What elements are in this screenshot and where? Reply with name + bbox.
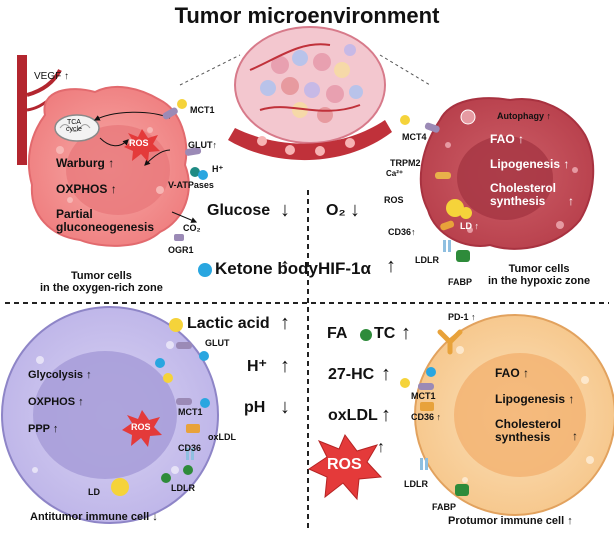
ketone-body-arrow: ↑ xyxy=(280,255,290,277)
ppp-label: PPP ↑ xyxy=(28,423,59,435)
fa-tc-arrow: ↑ xyxy=(401,322,411,344)
ros-burst-icon-center xyxy=(307,434,383,501)
antitumor-immune-cell xyxy=(1,306,219,524)
hc27-arrow: ↑ xyxy=(381,363,391,385)
mct1-label-bottom-left: MCT1 xyxy=(178,407,203,417)
lactic-acid-label: Lactic acid xyxy=(187,315,270,332)
glucose-arrow: ↓ xyxy=(280,199,290,221)
v-atpases-label: V-ATPases xyxy=(168,180,214,190)
ros-label-top-right: ROS xyxy=(384,195,404,205)
partial-gluconeogenesis-label: Partial gluconeogenesis xyxy=(56,207,155,234)
lactic-acid-arrow: ↑ xyxy=(280,312,290,334)
zoom-line-right xyxy=(379,54,431,86)
ldlr-label-bottom-right: LDLR xyxy=(404,479,428,489)
mct1-label-top-left: MCT1 xyxy=(190,105,215,115)
h-plus-arrow: ↑ xyxy=(280,355,290,377)
cd36-label-bottom-right: CD36 ↑ xyxy=(411,412,442,422)
ros-label-center: ROS xyxy=(327,456,362,473)
ketone-body-label: Ketone body xyxy=(215,259,318,278)
ldlr-label-top-right: LDLR xyxy=(415,255,439,265)
cholesterol-synthesis-arrow-top-right: ↑ xyxy=(568,194,574,208)
cholesterol-synthesis-label-bottom-right: Cholesterol synthesis xyxy=(495,417,562,444)
oxphos-label-top-left: OXPHOS ↑ xyxy=(56,182,117,196)
oxldl-arrow: ↑ xyxy=(381,404,391,426)
mct1-label-bottom-right: MCT1 xyxy=(411,391,436,401)
ketone-body-dot xyxy=(198,263,212,277)
caption-antitumor: Antitumor immune cell ↓ xyxy=(30,511,158,523)
glut-label-top-left: GLUT↑ xyxy=(188,140,217,150)
oxldl-label-bottom-left: oxLDL xyxy=(208,432,236,442)
fao-label-bottom-right: FAO ↑ xyxy=(495,366,530,380)
ros-arrow-center: ↑ xyxy=(377,439,385,456)
ph-label: pH xyxy=(244,399,266,416)
h-plus-label-center: H⁺ xyxy=(247,358,267,375)
ros-label-bottom-left: ROS xyxy=(131,422,151,432)
ldlr-label-bottom-left: LDLR xyxy=(171,483,195,493)
hif1a-label: HIF-1α xyxy=(318,259,371,278)
ros-burst-icon-antitumor xyxy=(122,410,162,447)
fao-label-top-right: FAO ↑ xyxy=(490,132,525,146)
fa-label: FA xyxy=(327,325,348,342)
oxldl-label: oxLDL xyxy=(328,407,378,424)
trpm2-label: TRPM2 xyxy=(390,158,421,168)
tc-label: TC xyxy=(374,325,396,342)
ld-label-bottom-left: LD xyxy=(88,487,100,497)
mct4-label: MCT4 xyxy=(402,132,427,142)
caption-protumor: Protumor immune cell ↑ xyxy=(448,515,573,527)
page-title: Tumor microenvironment xyxy=(174,3,440,28)
fabp-label-top-right: FABP xyxy=(448,277,473,287)
lactic-acid-dot xyxy=(169,318,183,332)
co2-label: CO₂ xyxy=(183,223,201,233)
cholesterol-synthesis-arrow-bottom-right: ↑ xyxy=(572,429,578,443)
cd36-label-top-right: CD36↑ xyxy=(388,227,416,237)
caption-oxygen-rich: Tumor cells in the oxygen-rich zone xyxy=(40,270,163,294)
o2-label: O₂ xyxy=(326,202,346,219)
oxphos-label-bottom-left: OXPHOS ↑ xyxy=(28,396,84,408)
hif1a-arrow: ↑ xyxy=(386,255,396,277)
vegf-label: VEGF ↑ xyxy=(34,71,70,82)
pd1-label: PD-1 ↑ xyxy=(448,312,476,322)
fabp-label-bottom-right: FABP xyxy=(432,502,457,512)
h-plus-label-top-left: H⁺ xyxy=(212,164,224,174)
hc27-label: 27-HC xyxy=(328,366,375,383)
tumor-tissue-illustration xyxy=(228,26,392,161)
o2-arrow: ↓ xyxy=(350,199,360,221)
tumor-cell-hypoxic xyxy=(400,97,595,262)
ph-arrow: ↓ xyxy=(280,396,290,418)
tca-cycle-label: TCA cycle xyxy=(66,119,82,134)
tc-dot xyxy=(360,329,372,341)
ros-label-top-left: ROS xyxy=(129,138,149,148)
lipogenesis-label-top-right: Lipogenesis ↑ xyxy=(490,157,570,171)
mitochondrion-icon xyxy=(54,114,100,142)
transporters-top-left xyxy=(162,99,208,241)
zoom-line-left xyxy=(179,54,241,86)
lipogenesis-label-bottom-right: Lipogenesis ↑ xyxy=(495,392,575,406)
caption-hypoxic: Tumor cells in the hypoxic zone xyxy=(488,263,591,287)
ld-label-top-right: LD ↑ xyxy=(460,221,480,231)
cd36-label-bottom-left: CD36 xyxy=(178,443,202,453)
glut-label-bottom-left: GLUT xyxy=(205,338,230,348)
protumor-immune-cell xyxy=(400,314,614,516)
autophagy-label: Autophagy ↑ xyxy=(497,111,552,121)
glucose-label: Glucose xyxy=(207,202,271,219)
warburg-label: Warburg ↑ xyxy=(56,156,115,170)
ogr1-label: OGR1 xyxy=(168,245,194,255)
ros-burst-icon xyxy=(124,129,160,162)
ca2-label: Ca²⁺ xyxy=(386,169,404,178)
cholesterol-synthesis-label-top-right: Cholesterol synthesis xyxy=(490,181,557,208)
glycolysis-label: Glycolysis ↑ xyxy=(28,369,92,381)
